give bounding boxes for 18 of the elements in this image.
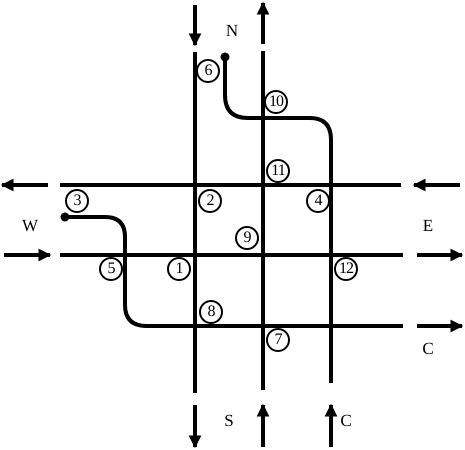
direction-letter: C: [422, 340, 434, 356]
callout-number: 7: [266, 328, 290, 352]
callout-number: 6: [196, 59, 220, 83]
direction-letter: E: [422, 216, 434, 234]
callout-number: 10: [264, 90, 288, 114]
callout-number: 11: [266, 159, 290, 183]
callout-number: 3: [65, 189, 89, 213]
direction-letter: W: [22, 216, 38, 234]
callout-number: 9: [235, 226, 259, 250]
callout-number: 2: [198, 189, 222, 213]
direction-letter: C: [340, 412, 352, 428]
callout-number: 5: [99, 257, 123, 281]
callout-number: 1: [167, 257, 191, 281]
direction-letter: S: [224, 412, 234, 428]
direction-letter: N: [226, 22, 238, 38]
callout-number: 8: [199, 300, 223, 324]
callout-number: 4: [306, 189, 330, 213]
callout-number: 12: [334, 257, 358, 281]
